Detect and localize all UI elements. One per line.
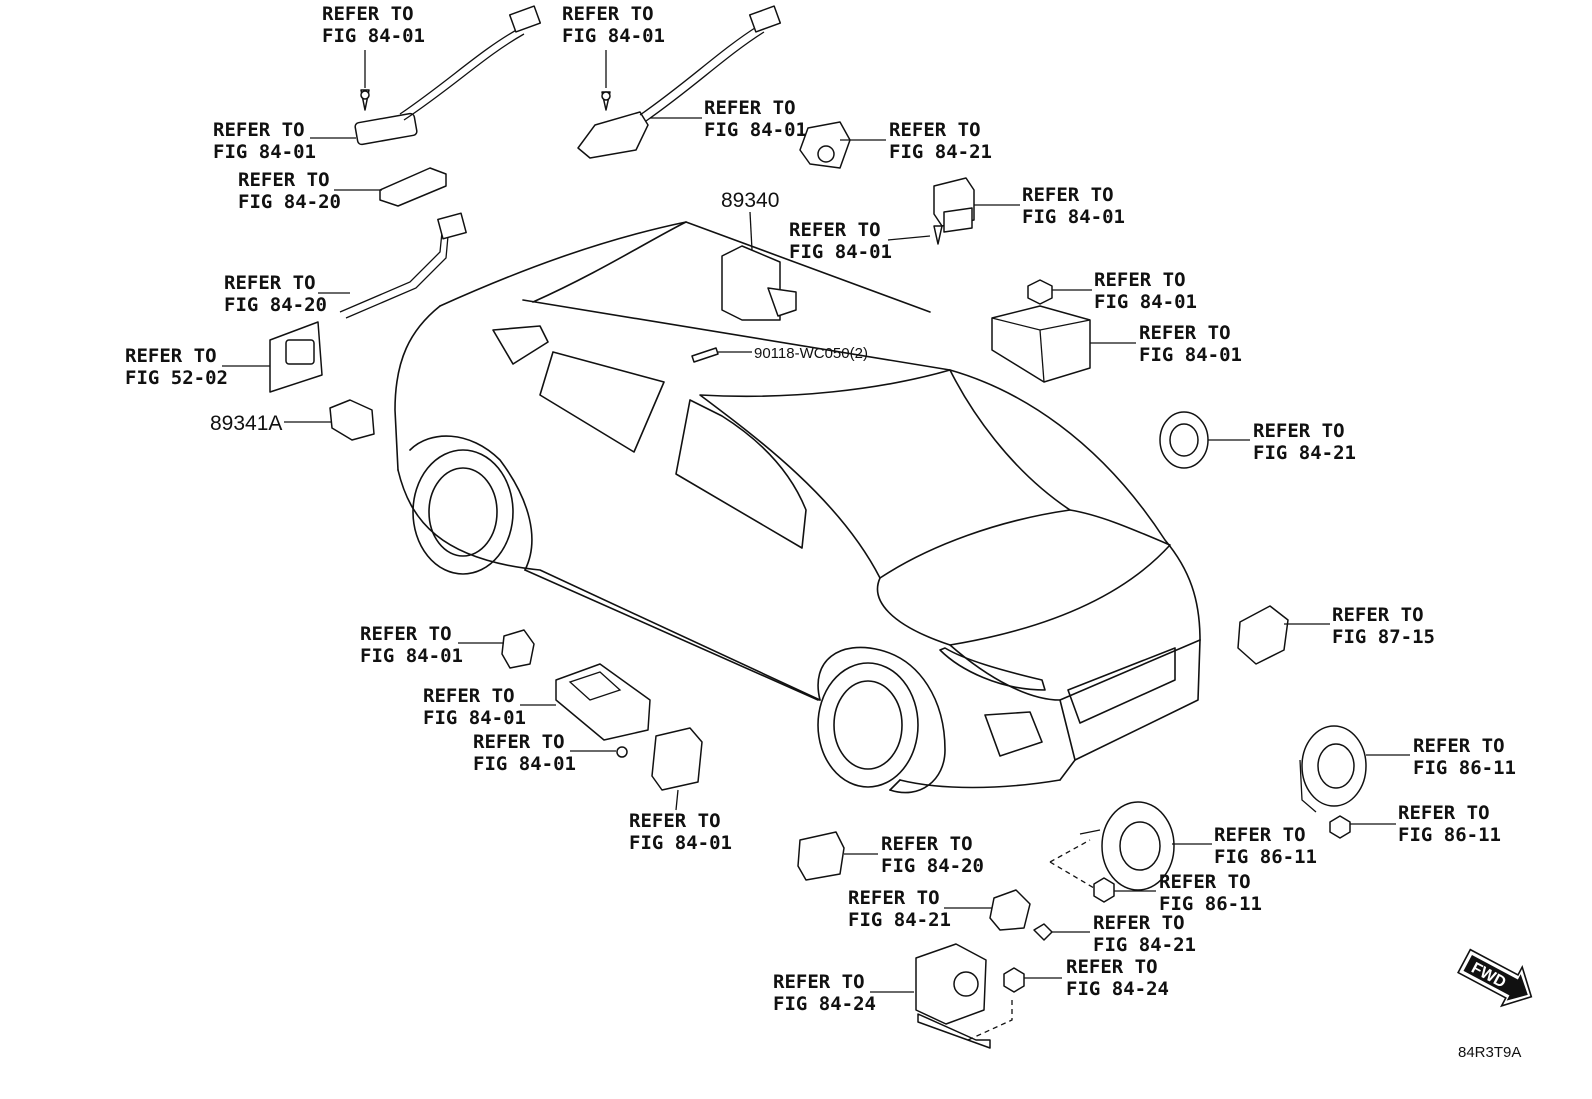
callout-line2: FIG 86-11: [1214, 846, 1317, 868]
callout-fig-84-01-sensor-middle: REFER TO FIG 84-01: [704, 97, 807, 141]
callout-line1: REFER TO: [848, 887, 940, 909]
callout-line2: FIG 84-01: [423, 707, 526, 729]
leader-lines: [222, 50, 1410, 993]
callout-line2: FIG 86-11: [1398, 824, 1501, 846]
callout-line2: FIG 84-01: [1022, 206, 1125, 228]
callout-line1: REFER TO: [213, 119, 305, 141]
callout-fig-84-01-relay: REFER TO FIG 84-01: [1022, 184, 1125, 228]
callout-fig-84-01-nut: REFER TO FIG 84-01: [1094, 269, 1197, 313]
callout-line1: REFER TO: [1253, 420, 1345, 442]
callout-line2: FIG 84-01: [360, 645, 463, 667]
callout-fig-84-01-bottom-switch: REFER TO FIG 84-01: [629, 810, 732, 854]
callout-labels: REFER TO FIG 84-01 REFER TO FIG 84-01 RE…: [125, 3, 1516, 1015]
callout-line2: FIG 84-01: [473, 753, 576, 775]
callout-line1: REFER TO: [889, 119, 981, 141]
callout-line1: REFER TO: [423, 685, 515, 707]
callout-line1: REFER TO: [360, 623, 452, 645]
callout-fig-86-11-horn-low: REFER TO FIG 86-11: [1214, 824, 1317, 868]
callout-fig-84-24-siren: REFER TO FIG 84-24: [773, 971, 876, 1015]
callout-fig-84-01-top-middle: REFER TO FIG 84-01: [562, 3, 665, 47]
callout-line2: FIG 84-01: [789, 241, 892, 263]
callout-line1: REFER TO: [881, 833, 973, 855]
callout-fig-84-21-top: REFER TO FIG 84-21: [889, 119, 992, 163]
callout-line1: REFER TO: [773, 971, 865, 993]
part-number-ecu: 89340: [721, 189, 779, 212]
callout-fig-84-01-top-left: REFER TO FIG 84-01: [322, 3, 425, 47]
callout-line1: REFER TO: [125, 345, 217, 367]
callout-fig-86-11-horn-high: REFER TO FIG 86-11: [1413, 735, 1516, 779]
part-number-sensor: 89341A: [210, 412, 282, 435]
callout-line2: FIG 52-02: [125, 367, 228, 389]
callout-line2: FIG 84-20: [881, 855, 984, 877]
callout-line2: FIG 87-15: [1332, 626, 1435, 648]
callout-fig-86-11-bolt-low: REFER TO FIG 86-11: [1159, 871, 1262, 915]
callout-line1: REFER TO: [1413, 735, 1505, 757]
callout-line1: REFER TO: [322, 3, 414, 25]
diagram-code: 84R3T9A: [1458, 1044, 1521, 1061]
callout-line1: REFER TO: [704, 97, 796, 119]
callout-line2: FIG 84-01: [1139, 344, 1242, 366]
callout-fig-84-21-sensor-bottom: REFER TO FIG 84-21: [848, 887, 951, 931]
callout-fig-84-01-small-switch: REFER TO FIG 84-01: [360, 623, 463, 667]
callout-line1: REFER TO: [1332, 604, 1424, 626]
forward-arrow-icon: FWD: [1457, 948, 1533, 1008]
callout-fig-84-20-rod: REFER TO FIG 84-20: [224, 272, 327, 316]
callout-line2: FIG 86-11: [1159, 893, 1262, 915]
callout-line1: REFER TO: [1139, 322, 1231, 344]
callout-line2: FIG 84-01: [629, 832, 732, 854]
callout-line2: FIG 84-24: [773, 993, 876, 1015]
callout-fig-84-01-window-switch: REFER TO FIG 84-01: [423, 685, 526, 729]
callout-fig-86-11-bolt-high: REFER TO FIG 86-11: [1398, 802, 1501, 846]
callout-line2: FIG 84-20: [238, 191, 341, 213]
callout-fig-84-21-bolt: REFER TO FIG 84-21: [1093, 912, 1196, 956]
callout-line2: FIG 84-21: [1093, 934, 1196, 956]
callout-line1: REFER TO: [1066, 956, 1158, 978]
callout-line1: REFER TO: [1214, 824, 1306, 846]
part-sketches: [269, 5, 1367, 1049]
callout-line2: FIG 84-20: [224, 294, 327, 316]
callout-line2: FIG 84-24: [1066, 978, 1169, 1000]
callout-fig-84-01-screw-lower: REFER TO FIG 84-01: [473, 731, 576, 775]
callout-fig-84-20-top: REFER TO FIG 84-20: [238, 169, 341, 213]
callout-line1: REFER TO: [473, 731, 565, 753]
callout-line1: REFER TO: [629, 810, 721, 832]
callout-line2: FIG 84-01: [213, 141, 316, 163]
callout-fig-84-01-screw: REFER TO FIG 84-01: [789, 219, 892, 263]
callout-fig-84-21-clockspring: REFER TO FIG 84-21: [1253, 420, 1356, 464]
callout-line1: REFER TO: [1093, 912, 1185, 934]
callout-fig-52-02: REFER TO FIG 52-02: [125, 345, 228, 389]
callout-line2: FIG 84-01: [322, 25, 425, 47]
callout-fig-87-15: REFER TO FIG 87-15: [1332, 604, 1435, 648]
callout-line1: REFER TO: [789, 219, 881, 241]
callout-line1: REFER TO: [1159, 871, 1251, 893]
callout-line1: REFER TO: [562, 3, 654, 25]
callout-line2: FIG 84-21: [889, 141, 992, 163]
callout-line1: REFER TO: [224, 272, 316, 294]
callout-line1: REFER TO: [238, 169, 330, 191]
callout-line2: FIG 84-01: [704, 119, 807, 141]
part-number-bolt: 90118-WC050(2): [754, 345, 868, 362]
callout-fig-84-01-module: REFER TO FIG 84-01: [1139, 322, 1242, 366]
vehicle-outline: [394, 221, 1201, 794]
callout-line2: FIG 84-01: [1094, 291, 1197, 313]
callout-line1: REFER TO: [1398, 802, 1490, 824]
callout-fig-84-24-bolt: REFER TO FIG 84-24: [1066, 956, 1169, 1000]
callout-line2: FIG 84-01: [562, 25, 665, 47]
callout-line2: FIG 86-11: [1413, 757, 1516, 779]
callout-line2: FIG 84-21: [1253, 442, 1356, 464]
callout-line1: REFER TO: [1094, 269, 1186, 291]
callout-fig-84-20-bottom: REFER TO FIG 84-20: [881, 833, 984, 877]
callout-line1: REFER TO: [1022, 184, 1114, 206]
callout-fig-84-01-sensor-left: REFER TO FIG 84-01: [213, 119, 316, 163]
callout-line2: FIG 84-21: [848, 909, 951, 931]
